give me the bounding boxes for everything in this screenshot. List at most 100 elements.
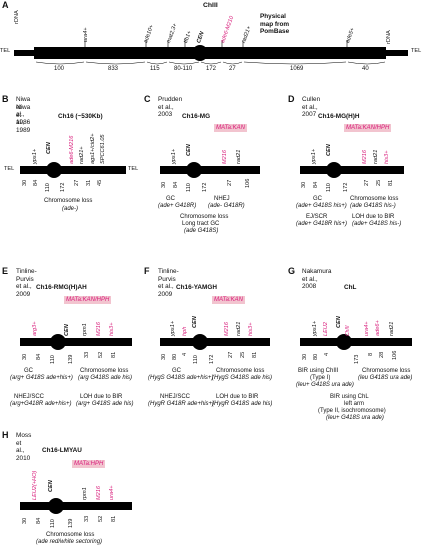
note-type2: (Type II, isochromosome) [318, 408, 386, 414]
note-nhej-pheno: (HygR G418R ade+his+) [148, 401, 215, 407]
note-loss-pheno: (arg G418S ade his) [78, 375, 133, 381]
phenotype-text: (ade-) [62, 206, 79, 212]
note-loss-pheno: (leu G418S ura ade) [358, 375, 413, 381]
dist-a-2: 833 [108, 66, 119, 72]
centromere [186, 162, 202, 178]
note-bir-chiii: BIR using ChIII [298, 368, 339, 374]
ref: Tinline-Purvis et al., 2009 [16, 268, 37, 298]
dist-h-7: 81 [111, 515, 117, 522]
outcome-text: Chromosome loss [44, 198, 93, 204]
note-loss: Chromosome loss [350, 196, 399, 202]
note-gc: GC [172, 368, 181, 374]
dist-h-5: 33 [84, 515, 90, 522]
note-long-gc: Long tract GC [182, 221, 220, 227]
dist-a-4: 80-110 [174, 66, 193, 72]
tel-left: TEL [0, 48, 11, 54]
chromosome-title: Ch16 (~530Kb) [58, 113, 103, 120]
note-bir: LOH due to BIR [80, 394, 123, 400]
note-ejscr: EJ/SCR [306, 214, 328, 220]
dist-a-3: 115 [150, 66, 160, 72]
note-bir: LOH due to BIR [352, 214, 395, 220]
chrom-bar-arm-left [34, 47, 197, 59]
dist-a-6: 27 [229, 66, 236, 72]
note-gc: GC [166, 196, 175, 202]
note-loss: Chromosome loss [46, 532, 95, 538]
dist-h-1: 30 [22, 517, 28, 524]
note-type1: (Type I) [310, 375, 331, 381]
note-loss: Chromosome loss [180, 214, 229, 220]
note-bir: LOH due to BIR [216, 394, 259, 400]
chrom-bar [20, 338, 132, 346]
chrom-bar-left [14, 50, 34, 56]
note-gc: GC [313, 196, 322, 202]
note-ejscr-pheno: (ade+ G418R his+) [296, 221, 348, 227]
chrom-bar-arm-right [203, 47, 386, 59]
ref: Cullen et al., 2007 [302, 96, 321, 118]
gene-ticks [84, 40, 348, 47]
panel-label: H [2, 430, 9, 440]
dist-a-1: 100 [54, 66, 65, 72]
centromere [326, 162, 342, 178]
note-loss: Chromosome loss [362, 368, 411, 374]
chrom-bar [160, 338, 270, 346]
note-gc: GC [24, 368, 33, 374]
note-type2-pheno: (leu+ G418S ura ade) [326, 415, 384, 421]
distance-brackets [35, 61, 386, 65]
ref: Tinline-Purvis et al., 2009 [158, 268, 179, 298]
note-nhej: NHEJ/SCC [160, 394, 191, 400]
note-gc-pheno: (arg+ G418S ade+his+) [10, 375, 73, 381]
chromosome-title: Ch16-MG(H)H [318, 113, 360, 120]
note-gc-pheno: (ade+ G418R) [158, 203, 197, 209]
note-type1-pheno: (leu+ G418S ura ade) [296, 382, 354, 388]
tel-right: TEL [411, 48, 422, 54]
panel-label: C [144, 94, 151, 104]
chrom-bar [20, 502, 132, 510]
centromere [192, 334, 208, 350]
dist-h-4: 139 [68, 518, 74, 528]
note-gc-pheno: (ade+ G418S his+) [296, 203, 347, 209]
chromosome-map-g [300, 334, 412, 350]
panel-label: A [2, 0, 9, 10]
panel-label: B [2, 94, 9, 104]
note-gc-pheno: (HygS G418S ade+his+) [148, 375, 214, 381]
centromere [336, 334, 352, 350]
ref-2: Niwa et al., 1989 [16, 104, 31, 134]
note-bir-pheno: (arg+ G418S ade his) [76, 401, 134, 407]
tel-right: TEL [128, 166, 139, 172]
note-bir-chl: BIR using ChL [330, 394, 369, 400]
note-loss-pheno: (ade G418S his-) [350, 203, 396, 209]
ref: Prudden et al., 2003 [158, 96, 183, 118]
cassette-box: MATa:KAN [212, 296, 246, 304]
marker-rpm1: rpm1 [82, 487, 88, 500]
chrom-bar [160, 166, 260, 174]
note-nhej-pheno: (arg+G418R ade+his+) [10, 401, 72, 407]
ref: Moss et al., 2010 [16, 432, 32, 462]
dist-h-3: 110 [50, 519, 56, 528]
dist-a-8: 40 [362, 66, 369, 72]
chromosome-map-a [14, 40, 408, 65]
cassette-box: MATa:KAN [214, 124, 248, 132]
dist-h-2: 84 [36, 517, 42, 524]
cassette-box: MATa:HPH [72, 460, 106, 468]
chrom-bar-right [386, 50, 408, 56]
chromosome-map-e [20, 334, 132, 350]
chromosome-title: Ch16-MG [182, 113, 211, 120]
chromosome-title: Ch16-LMYAU [42, 447, 82, 454]
centromere [50, 334, 66, 350]
panel-label: F [144, 266, 150, 276]
centromere [48, 498, 64, 514]
ref-1: Niwa et al., 1986 [16, 96, 31, 126]
chromosome-title: ChIII [203, 2, 218, 9]
chromosome-map-f [160, 334, 270, 350]
centromere [46, 162, 62, 178]
note-loss: Chromosome loss [80, 368, 129, 374]
tel-left: TEL [4, 166, 15, 172]
physmap-label: Physical map from PomBase [260, 13, 290, 35]
note-loss-pheno: (ade red/white sectoring) [36, 539, 103, 545]
panel-label: E [2, 266, 9, 276]
chromosome-title: Ch16-RMG(H)AH [36, 284, 87, 291]
dist-h-6: 52 [98, 515, 104, 522]
note-left-arm: left arm [344, 401, 365, 407]
chrom-bar [300, 338, 412, 346]
